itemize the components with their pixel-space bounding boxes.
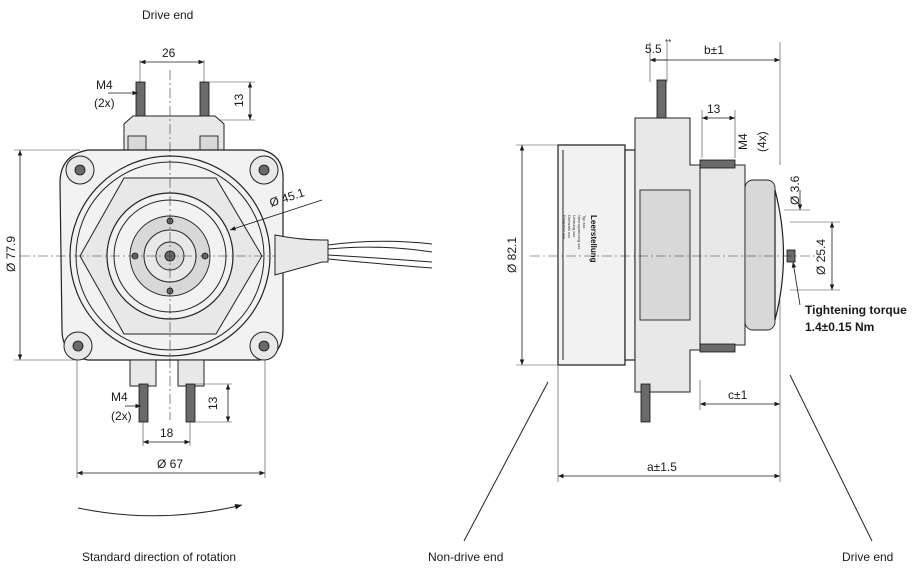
front-bottom-caption: Standard direction of rotation (82, 550, 236, 564)
nameplate-line-3: Leistung xxx (572, 215, 577, 237)
side-hub-small: Ø 3.6 (788, 175, 802, 205)
side-thread-count: (4x) (755, 131, 769, 152)
nameplate-line-4: Drehzahl xxx (567, 215, 572, 238)
front-top-thread: M4 (96, 78, 113, 92)
side-thread-len: 13 (707, 102, 721, 116)
side-height: Ø 82.1 (505, 237, 519, 273)
front-top-caption: Drive end (142, 8, 193, 22)
front-bottom-spacing: 18 (160, 426, 174, 440)
top-stud-left (135, 81, 146, 121)
side-bottom-stud (640, 383, 651, 423)
side-fan-housing (557, 144, 626, 366)
side-right-caption: Drive end (842, 550, 893, 564)
rotation-arrow (77, 503, 243, 517)
side-view: 5.5 ** b±1 13 M4 (4x) Leerstellung Typ x… (428, 38, 907, 564)
side-stud-offset: 5.5 (645, 42, 662, 56)
side-top-stud (656, 79, 667, 119)
nameplate-title: Leerstellung (589, 215, 598, 263)
top-stud-right (199, 81, 210, 121)
nameplate-line-2: Nennspannung xxx (577, 215, 582, 249)
side-c-dim: c±1 (728, 388, 748, 402)
torque-value: 1.4±0.15 Nm (805, 320, 874, 334)
front-top-thread-count: (2x) (94, 96, 115, 110)
front-view: Drive end 26 M4 (2x) 13 (4, 8, 433, 564)
front-left-diameter: Ø 77.9 (4, 236, 18, 272)
side-nameplate: Leerstellung Typ xxx Nennspannung xxx Le… (562, 215, 598, 263)
front-bottom-thread: M4 (111, 390, 128, 404)
front-bottom-thread-count: (2x) (111, 409, 132, 423)
side-thread: M4 (736, 133, 750, 150)
side-b-dim: b±1 (704, 43, 724, 57)
side-stud-upper (699, 159, 736, 169)
side-a-dim: a±1.5 (647, 460, 677, 474)
side-stud-offset-note: ** (665, 38, 671, 47)
bottom-stud-left (138, 383, 149, 423)
nameplate-line-5: Frequenz xxx (562, 215, 567, 239)
side-left-caption: Non-drive end (428, 550, 503, 564)
bottom-stud-right (185, 383, 196, 423)
side-stud-lower (699, 343, 736, 353)
front-bottom-diameter: Ø 67 (157, 457, 183, 471)
nameplate-line-1: Typ xxx (582, 215, 587, 229)
front-top-height: 13 (232, 93, 246, 107)
cable-gland (274, 234, 329, 276)
front-top-spacing: 26 (162, 46, 176, 60)
side-hub-large: Ø 25.4 (814, 239, 828, 275)
side-hub (774, 189, 785, 321)
front-bottom-height: 13 (206, 396, 220, 410)
torque-title: Tightening torque (805, 303, 907, 317)
corner-lugs (63, 155, 279, 361)
